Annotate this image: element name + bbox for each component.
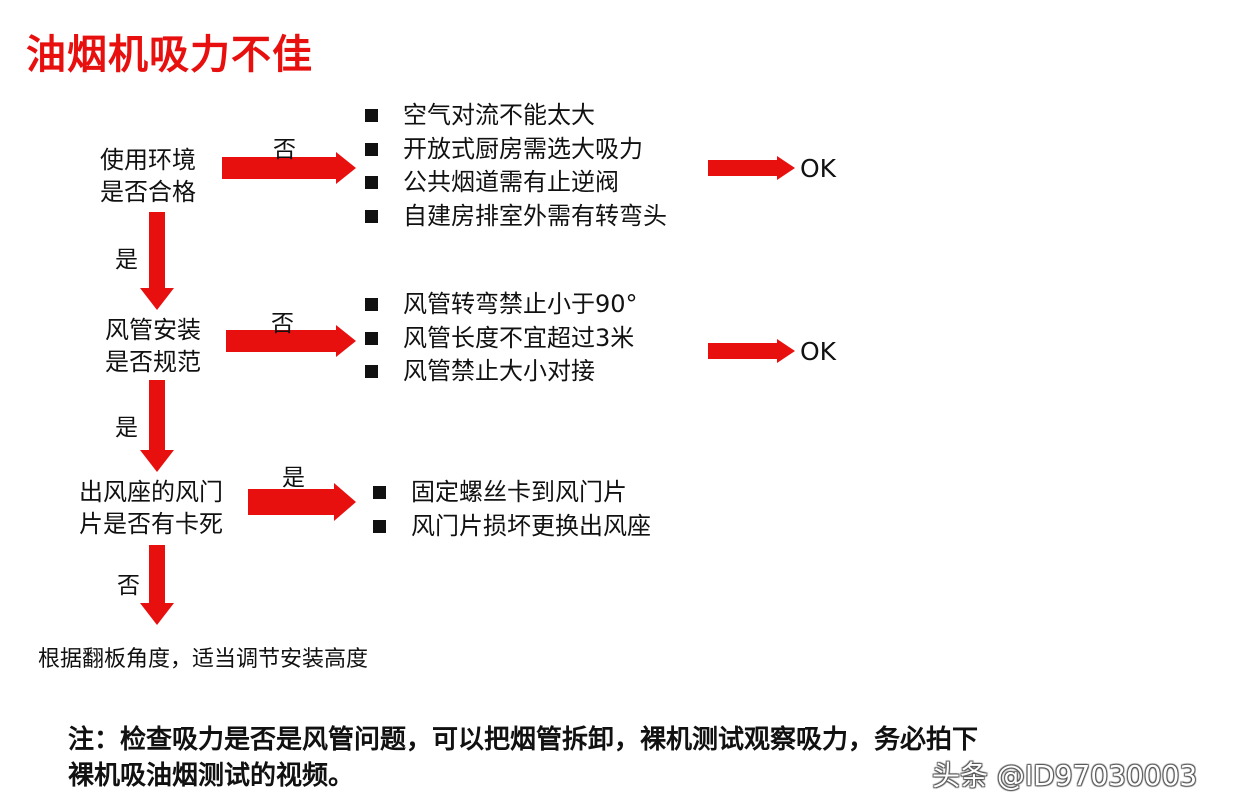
list-item: 自建房排室外需有转弯头 <box>365 200 667 234</box>
result-ok: OK <box>800 154 837 183</box>
list-item: 空气对流不能太大 <box>365 99 667 133</box>
list-item: 风管禁止大小对接 <box>365 355 638 389</box>
note-line: 裸机吸油烟测试的视频。 <box>68 761 355 791</box>
list-item: 公共烟道需有止逆阀 <box>365 166 667 200</box>
final-action: 根据翻板角度，适当调节安装高度 <box>38 647 369 672</box>
question-line: 使用环境 <box>100 146 196 174</box>
bullet-square-icon <box>365 209 378 223</box>
bullet-square-icon <box>373 519 386 533</box>
list-item: 风门片损坏更换出风座 <box>373 510 651 544</box>
list-item: 风管长度不宜超过3米 <box>365 322 638 356</box>
question-line: 是否合格 <box>100 178 196 206</box>
damper-items: 固定螺丝卡到风门片 风门片损坏更换出风座 <box>373 476 651 543</box>
bullet-square-icon <box>365 331 378 345</box>
page-title: 油烟机吸力不佳 <box>26 32 313 78</box>
branch-label-no: 否 <box>273 137 296 163</box>
environment-items: 空气对流不能太大 开放式厨房需选大吸力 公共烟道需有止逆阀 自建房排室外需有转弯… <box>365 99 667 233</box>
arrow-down-icon <box>140 380 174 472</box>
bullet-square-icon <box>365 176 378 190</box>
list-item: 固定螺丝卡到风门片 <box>373 476 651 510</box>
list-item: 风管转弯禁止小于90° <box>365 288 638 322</box>
question-line: 出风座的风门 <box>79 478 223 506</box>
arrow-right-icon <box>708 156 795 180</box>
result-ok: OK <box>800 337 837 366</box>
arrow-right-icon <box>248 483 356 521</box>
duct-items: 风管转弯禁止小于90° 风管长度不宜超过3米 风管禁止大小对接 <box>365 288 638 389</box>
list-item: 开放式厨房需选大吸力 <box>365 133 667 167</box>
arrow-down-icon <box>140 545 174 625</box>
question-environment: 使用环境 是否合格 <box>100 144 196 208</box>
bullet-square-icon <box>365 365 378 379</box>
bullet-square-icon <box>365 109 378 123</box>
question-line: 是否规范 <box>105 348 201 376</box>
question-damper: 出风座的风门 片是否有卡死 <box>79 476 223 540</box>
watermark: 头条 @ID97030003 <box>932 759 1198 792</box>
question-line: 片是否有卡死 <box>79 510 223 538</box>
question-line: 风管安装 <box>105 316 201 344</box>
bullet-square-icon <box>365 142 378 156</box>
arrow-right-icon <box>226 325 356 357</box>
branch-label-yes: 是 <box>282 465 305 491</box>
arrow-right-icon <box>708 339 795 363</box>
bullet-square-icon <box>365 298 378 312</box>
branch-label-no: 否 <box>271 311 294 337</box>
note-line: 注：检查吸力是否是风管问题，可以把烟管拆卸，裸机测试观察吸力，务必拍下 <box>68 725 979 755</box>
down-label-yes: 是 <box>115 415 138 441</box>
question-duct: 风管安装 是否规范 <box>105 314 201 378</box>
down-label-no: 否 <box>117 573 140 599</box>
bullet-square-icon <box>373 486 386 500</box>
note: 注：检查吸力是否是风管问题，可以把烟管拆卸，裸机测试观察吸力，务必拍下 裸机吸油… <box>68 722 978 794</box>
down-label-yes: 是 <box>115 247 138 273</box>
arrow-down-icon <box>140 212 174 310</box>
arrow-right-icon <box>222 152 356 184</box>
